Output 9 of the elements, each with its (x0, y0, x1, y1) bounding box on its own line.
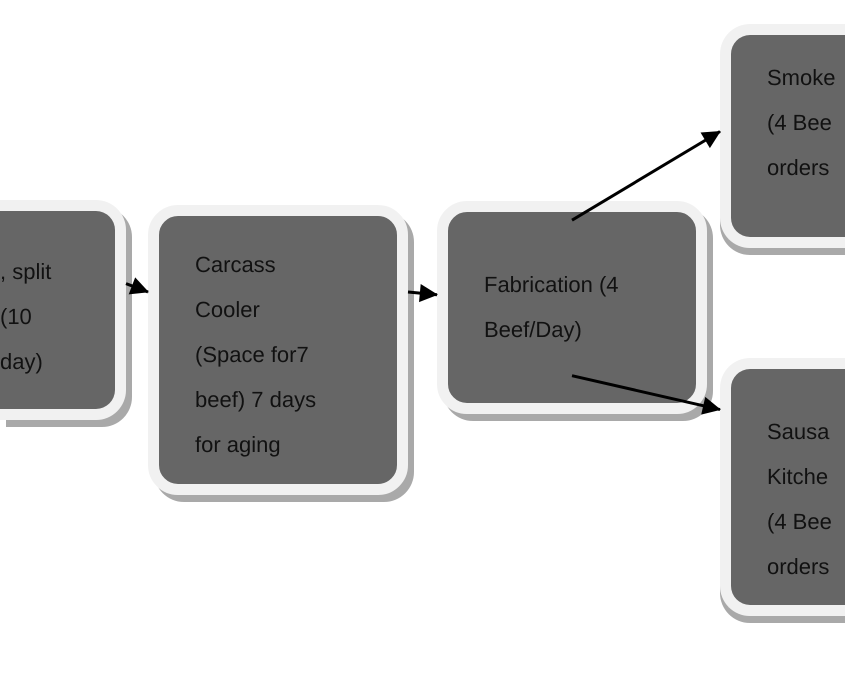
box-text: Carcass Cooler (Space for7 beef) 7 days for aging (195, 251, 318, 459)
arrow (571, 130, 721, 222)
arrow (125, 277, 149, 294)
box-text: Sausa Kitche (4 Bee orders (767, 418, 833, 581)
arrow (408, 284, 438, 302)
arrow (572, 374, 721, 415)
box-text: Fabrication (4 Beef/Day) (484, 271, 620, 344)
box-text: , split (10 day) (0, 258, 52, 376)
box-text: Smoke (4 Bee orders (767, 64, 836, 182)
